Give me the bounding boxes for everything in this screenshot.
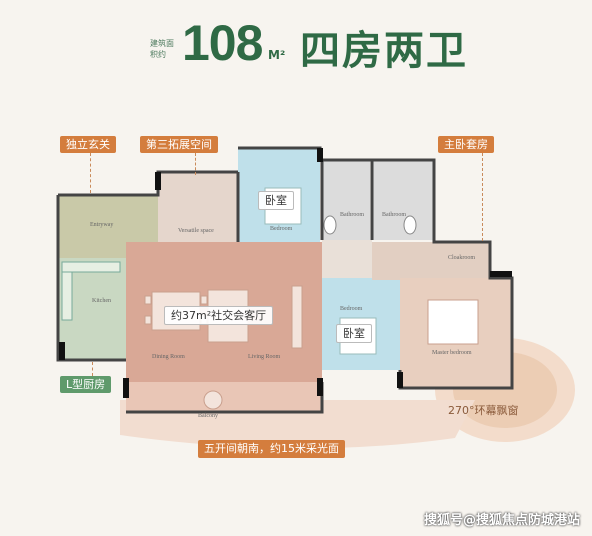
tag-entrance: 独立玄关 [60, 136, 116, 153]
label-cloakroom: Cloakroom [448, 255, 475, 261]
label-kitchen: Kitchen [92, 298, 111, 304]
bathroom-2-room [372, 160, 434, 240]
tag-bedroom-mid: 卧室 [336, 324, 372, 343]
leader-third-space [195, 153, 196, 175]
label-living: Living Room [248, 354, 281, 360]
label-bedroom-1: Bedroom [270, 226, 293, 232]
bed-master [427, 299, 479, 345]
cloakroom-room [372, 242, 490, 280]
tv-cabinet [291, 285, 303, 349]
label-versatile: Versatile space [178, 228, 214, 234]
layout-title: 四房两卫 [300, 28, 468, 74]
corridor [322, 240, 372, 278]
tag-third-space: 第三拓展空间 [140, 136, 218, 153]
area-unit: M² [268, 48, 286, 62]
balcony-table [203, 390, 223, 410]
leader-kitchen [92, 362, 93, 376]
label-master: Master bedroom [432, 350, 472, 356]
label-bathroom-2: Bathroom [382, 212, 406, 218]
versatile-room [158, 172, 238, 242]
tag-kitchen: L型厨房 [60, 376, 112, 393]
structural-columns [59, 148, 512, 398]
tag-social-hall: 约37m²社交会客厅 [164, 306, 274, 325]
label-bedroom-2: Bedroom [340, 306, 363, 312]
label-dining: Dining Room [152, 354, 185, 360]
area-value: 108 [182, 15, 263, 71]
tag-bay-window: 270°环幕飘窗 [448, 404, 519, 417]
area-label: 建筑面积约 [150, 39, 174, 59]
leader-entrance [90, 153, 91, 193]
kitchen-counter-top [61, 261, 121, 273]
toilet-2 [403, 215, 417, 235]
label-balcony: Balcony [198, 413, 218, 419]
leader-master [482, 153, 483, 241]
label-entryway: Entryway [90, 222, 114, 228]
toilet-1 [323, 215, 337, 235]
tag-south-face: 五开间朝南，约15米采光面 [198, 440, 345, 458]
balcony-room [126, 382, 322, 412]
tag-bedroom-top: 卧室 [258, 191, 294, 210]
header: 建筑面积约 108 M² 四房两卫 [0, 0, 592, 96]
label-bathroom-1: Bathroom [340, 212, 364, 218]
watermark: 搜狐号@搜狐焦点防城港站 [423, 513, 580, 528]
tag-master-suite: 主卧套房 [438, 136, 494, 153]
